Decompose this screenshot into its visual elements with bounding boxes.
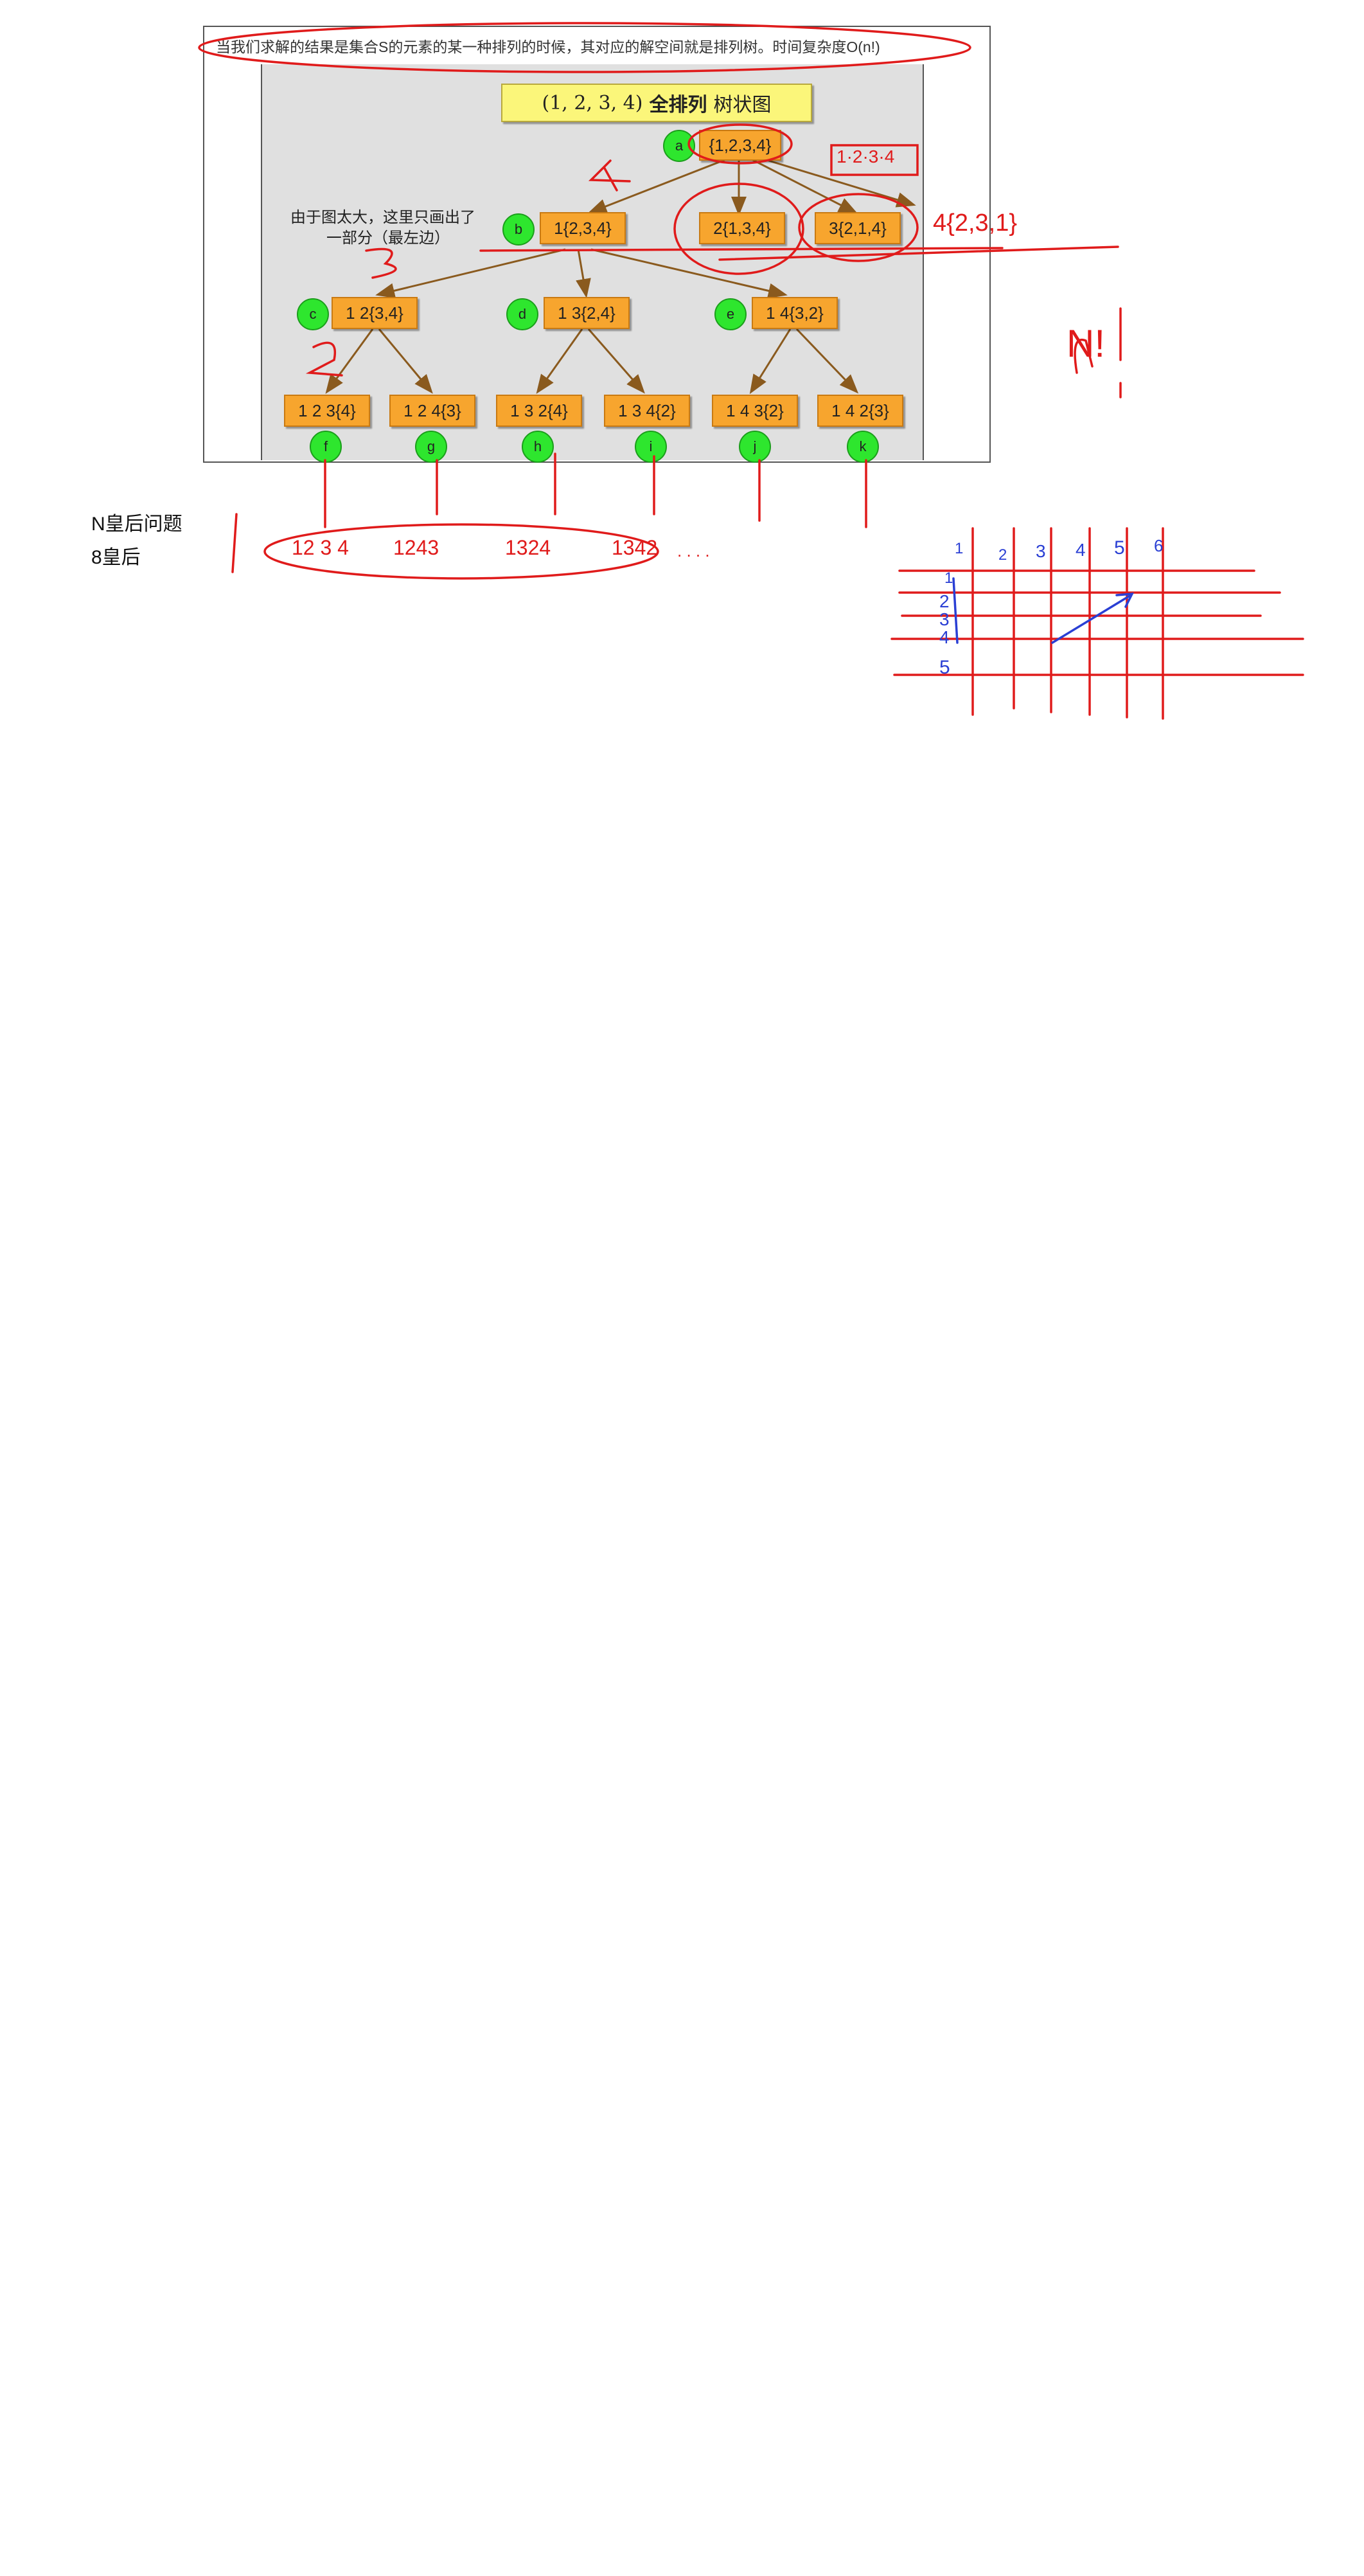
red-annotations	[198, 22, 1122, 580]
side-note-line1: 由于图太大，这里只画出了	[290, 208, 475, 226]
hand-perm-4: 1342	[612, 536, 658, 559]
node-box-k: 1 4 2{3}	[817, 395, 903, 427]
grid-row-3: 3	[939, 609, 950, 629]
node-circle-f: f	[310, 431, 342, 463]
grid-row-4: 4	[939, 627, 950, 647]
node-box-e: 1 4{3,2}	[752, 297, 838, 329]
diagram-title-prefix: (1, 2, 3, 4)	[542, 91, 643, 114]
node-circle-h: h	[522, 431, 554, 463]
note-n-queen: N皇后问题	[91, 514, 182, 535]
node-box-a: {1,2,3,4}	[699, 130, 781, 161]
node-box-i: 1 3 4{2}	[604, 395, 690, 427]
hand-perm-1: 12 3 4	[292, 536, 349, 559]
note-eight-queen: 8皇后	[91, 547, 141, 568]
node-box-b: 1{2,3,4}	[540, 212, 626, 244]
scribble-2	[305, 341, 343, 377]
hand-perm-2: 1243	[393, 536, 439, 559]
edge-c-f	[325, 328, 374, 394]
level-underline-2	[718, 246, 1119, 261]
perm-ellipse	[263, 523, 659, 580]
header-ellipse	[198, 22, 971, 73]
node-box-f: 1 2 3{4}	[284, 395, 370, 427]
node-circle-e: e	[714, 298, 747, 330]
node-box-j: 1 4 3{2}	[712, 395, 798, 427]
hand-perm-dots: . . . .	[677, 541, 710, 560]
edge-d-h	[536, 328, 583, 394]
queen-grid-sketch	[890, 527, 1304, 720]
grid-row-1: 1	[944, 569, 953, 587]
node-b3-ellipse	[798, 193, 919, 262]
edge-a-b4	[764, 158, 916, 208]
hand-right-annot: 4{2,3,1}	[933, 210, 1018, 237]
side-note-line2: 一部分（最左边）	[326, 229, 450, 247]
node-box-c: 1 2{3,4}	[332, 297, 418, 329]
tree-edges	[325, 158, 916, 395]
grid-col-4: 4	[1076, 540, 1086, 560]
edge-b-d	[576, 249, 591, 298]
node-circle-i: i	[635, 431, 667, 463]
node-box-b3: 3{2,1,4}	[815, 212, 901, 244]
diagram-title: (1, 2, 3, 4) 全排列 树状图	[501, 84, 812, 122]
diagonal-arrow	[1051, 594, 1132, 644]
edge-b-e	[590, 248, 788, 299]
node-circle-c: c	[297, 298, 329, 330]
node-box-g: 1 2 4{3}	[389, 395, 475, 427]
node-b2-ellipse	[673, 183, 804, 275]
diagonal-arrow-head	[1115, 592, 1134, 608]
hand-top-right-box: 1·2·3·4	[837, 147, 895, 166]
edge-e-k	[795, 328, 859, 394]
n-fact-scribble	[1074, 307, 1122, 398]
diagram-title-bold: 全排列	[649, 94, 707, 116]
node-box-b2: 2{1,3,4}	[699, 212, 785, 244]
node-circle-j: j	[739, 431, 771, 463]
node-circle-k: k	[847, 431, 879, 463]
header-sentence: 当我们求解的结果是集合S的元素的某一种排列的时候，其对应的解空间就是排列树。时间…	[216, 39, 880, 55]
hand-n-factorial: N!	[1067, 322, 1105, 365]
edge-b-c	[375, 248, 566, 299]
grid-row-5: 5	[939, 657, 950, 678]
level-underline-1	[479, 247, 1004, 252]
node-a-ellipse	[687, 123, 793, 165]
grid-col-1: 1	[955, 540, 964, 557]
edge-e-j	[749, 328, 792, 395]
grid-col-5: 5	[1114, 537, 1125, 559]
node-circle-d: d	[506, 298, 538, 330]
slide-panel	[261, 64, 924, 460]
edge-a-b3	[751, 158, 858, 214]
diagram-title-suffix: 树状图	[713, 94, 772, 116]
grid-row-2: 2	[939, 591, 950, 611]
grid-col-2: 2	[998, 546, 1007, 564]
node-circle-b: b	[502, 213, 535, 246]
left-bracket-line	[231, 513, 238, 573]
scribble-3	[365, 247, 397, 279]
row-bracket	[952, 577, 959, 644]
node-box-d: 1 3{2,4}	[544, 297, 630, 329]
top-right-rect	[830, 144, 919, 176]
node-box-h: 1 3 2{4}	[496, 395, 582, 427]
scribble-4	[588, 159, 631, 192]
edge-a-b	[587, 158, 727, 214]
edge-d-i	[587, 328, 645, 394]
node-circle-g: g	[415, 431, 447, 463]
edge-c-g	[378, 328, 433, 394]
grid-col-3: 3	[1036, 541, 1046, 561]
hand-perm-3: 1324	[505, 536, 551, 559]
grid-col-6: 6	[1154, 536, 1164, 555]
